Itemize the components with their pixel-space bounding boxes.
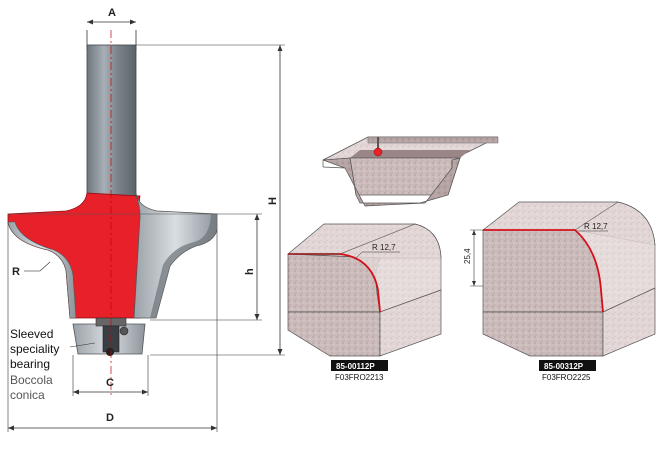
bearing-note-line3: bearing bbox=[10, 357, 50, 371]
dim-a-label: A bbox=[108, 7, 116, 19]
mini-router-bit-icon bbox=[373, 147, 383, 157]
sample-left-code-top: 85-00112P bbox=[336, 362, 375, 371]
bearing-note-line1: Sleeved bbox=[10, 327, 53, 341]
sample-right-code-top: 85-00312P bbox=[544, 362, 584, 371]
bearing-note-line4: Boccola bbox=[10, 373, 53, 387]
sample-left-code-bottom: F03FRO2213 bbox=[335, 373, 384, 382]
sample-left-code-badge bbox=[331, 360, 388, 371]
dim-h-cut-label: h bbox=[244, 268, 256, 275]
sample-right-radius-label: R 12,7 bbox=[584, 222, 608, 231]
router-bit: A H h R bbox=[7, 7, 285, 432]
sample-block-right: R 12,7 25,4 85-00312P F03FRO2225 bbox=[463, 201, 656, 382]
left-carbide-edge bbox=[7, 221, 77, 319]
dim-c-label: C bbox=[106, 377, 114, 389]
sample-right-code-bottom: F03FRO2225 bbox=[542, 373, 591, 382]
profile-line-left bbox=[288, 253, 381, 313]
profile-line-right bbox=[483, 229, 604, 313]
sample-left-radius-label: R 12,7 bbox=[372, 243, 396, 252]
sample-block-left: R 12,7 85-00112P F03FRO2213 bbox=[287, 223, 442, 382]
shank bbox=[86, 44, 137, 198]
dim-h-total-label: H bbox=[267, 197, 279, 205]
sink-illustration bbox=[322, 136, 499, 207]
sample-right-code-badge bbox=[539, 360, 596, 371]
sample-right-height-label: 25,4 bbox=[463, 248, 472, 264]
bearing-note-line2: speciality bbox=[10, 342, 59, 356]
dim-d-label: D bbox=[106, 412, 114, 424]
radius-r-label: R bbox=[12, 266, 20, 278]
bearing-screw-icon bbox=[119, 326, 129, 336]
bearing-note-line5: conica bbox=[10, 388, 45, 402]
